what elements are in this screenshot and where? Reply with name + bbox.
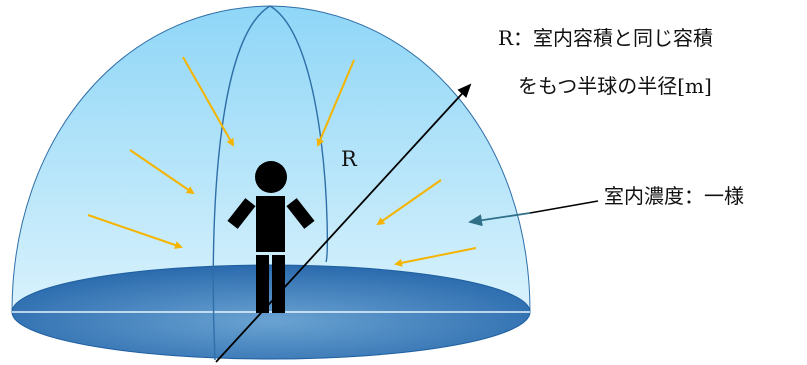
inflow-arrow — [394, 247, 477, 267]
radius-description-line2: をもつ半球の半径[m] — [518, 74, 712, 98]
inflow-arrow — [376, 179, 442, 226]
pointer-arrow — [468, 212, 531, 227]
radius-description-line1: R：室内容積と同じ容積 — [498, 26, 714, 50]
inflow-arrow — [316, 59, 355, 147]
inflow-arrow — [87, 214, 183, 249]
meridian-arc — [212, 5, 328, 361]
pointer-line — [529, 200, 599, 214]
inflow-arrow — [182, 56, 234, 147]
person-icon — [227, 161, 315, 313]
radius-arrow — [215, 83, 472, 363]
inflow-arrows — [87, 56, 477, 267]
radius-symbol: R — [341, 147, 357, 171]
concentration-label: 室内濃度：一様 — [604, 184, 744, 208]
inflow-arrow — [129, 149, 195, 195]
